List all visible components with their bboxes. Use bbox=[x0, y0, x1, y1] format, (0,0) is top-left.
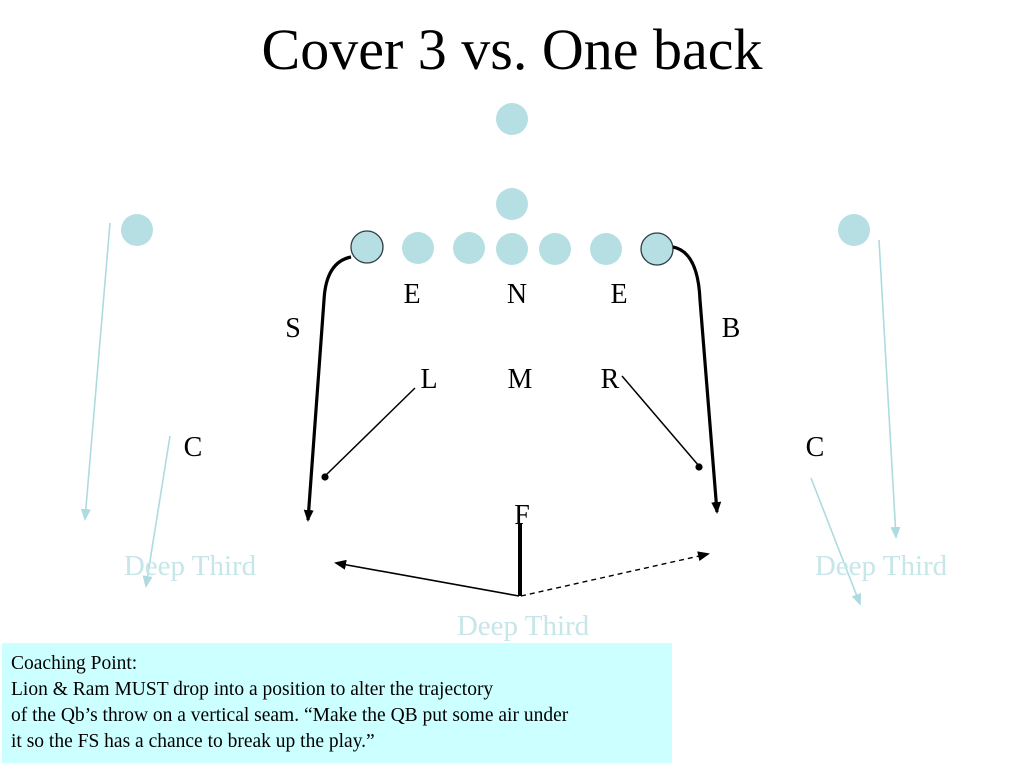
defense-routes bbox=[303, 245, 722, 597]
right-corner-route bbox=[810, 477, 862, 606]
offense-player-center bbox=[496, 233, 528, 265]
free-safety-left-break bbox=[334, 559, 520, 597]
label-end-left: E bbox=[403, 279, 420, 310]
defense-labels: E N E S B L M R C C F bbox=[184, 279, 825, 531]
offense-player-left-tackle bbox=[402, 232, 434, 264]
left-corner-route bbox=[142, 435, 171, 588]
right-receiver-route bbox=[878, 239, 901, 539]
coaching-point-line: of the Qb’s throw on a vertical seam. “M… bbox=[11, 705, 569, 726]
ram-drop-point bbox=[695, 463, 703, 471]
label-ram: R bbox=[601, 364, 620, 395]
zone-label-left: Deep Third bbox=[124, 550, 257, 582]
ram-route bbox=[621, 375, 700, 467]
sam-route bbox=[303, 255, 352, 522]
bandit-route bbox=[672, 245, 722, 514]
label-corner-left: C bbox=[184, 432, 203, 463]
zone-labels: Deep Third Deep Third Deep Third bbox=[124, 550, 948, 642]
coaching-point-line: it so the FS has a chance to break up th… bbox=[11, 731, 375, 752]
left-receiver-route bbox=[80, 222, 111, 521]
offense-player-back bbox=[496, 103, 528, 135]
offense-player-left-end bbox=[350, 230, 384, 264]
offense bbox=[121, 103, 870, 266]
lion-drop-point bbox=[321, 473, 329, 481]
label-nose: N bbox=[507, 279, 527, 310]
offense-player-quarterback bbox=[496, 188, 528, 220]
coaching-point-heading: Coaching Point: bbox=[11, 653, 138, 674]
label-free-safety: F bbox=[514, 500, 530, 531]
coaching-point-box: Coaching Point: Lion & Ram MUST drop int… bbox=[2, 643, 672, 763]
lion-route bbox=[324, 387, 416, 477]
label-end-right: E bbox=[610, 279, 627, 310]
coaching-point-line: Lion & Ram MUST drop into a position to … bbox=[11, 679, 494, 700]
label-lion: L bbox=[420, 364, 437, 395]
label-corner-right: C bbox=[806, 432, 825, 463]
offense-player-right-end bbox=[640, 232, 674, 266]
faded-routes bbox=[80, 222, 901, 606]
offense-player-left-receiver bbox=[121, 214, 153, 246]
slide-title: Cover 3 vs. One back bbox=[261, 17, 763, 82]
label-bandit: B bbox=[722, 313, 741, 344]
offense-player-right-guard bbox=[539, 233, 571, 265]
label-sam: S bbox=[285, 313, 301, 344]
zone-label-middle: Deep Third bbox=[457, 610, 590, 642]
zone-label-right: Deep Third bbox=[815, 550, 948, 582]
offense-player-left-guard bbox=[453, 232, 485, 264]
offense-player-right-tackle bbox=[590, 233, 622, 265]
free-safety-right-break bbox=[520, 551, 710, 597]
label-mike: M bbox=[508, 364, 533, 395]
offense-player-right-receiver bbox=[838, 214, 870, 246]
